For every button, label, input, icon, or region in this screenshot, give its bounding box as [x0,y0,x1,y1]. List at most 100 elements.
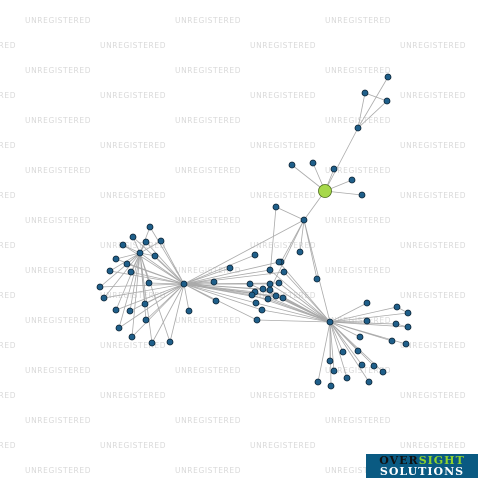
network-node [151,252,159,260]
network-edge [131,252,141,338]
network-node [127,268,135,276]
network-node [259,285,267,293]
network-edge [303,219,331,323]
network-node [392,320,400,328]
network-edge [160,240,185,285]
network-edge [183,269,271,285]
network-node [185,307,193,315]
network-node [264,295,272,303]
network-node [210,278,218,286]
network-edge [278,282,331,323]
network-edge [329,302,368,323]
network-node [266,280,274,288]
network-edge [139,252,147,321]
network-edge [115,252,141,311]
network-node [142,238,150,246]
network-node [379,368,387,376]
network-node [393,303,401,311]
network-node [354,124,362,132]
network-edge [103,252,141,299]
network-node [115,324,123,332]
network-node [275,279,283,287]
network-node [314,378,322,386]
network-node [296,248,304,256]
network-node [157,237,165,245]
network-edge [183,283,263,311]
network-edge [183,254,256,285]
network-edge [131,283,185,338]
logo-word-over: OVER [379,454,419,467]
network-edge [151,283,185,344]
network-node [330,367,338,375]
network-edge [183,271,285,285]
network-edge [99,252,141,288]
network-node [272,203,280,211]
network-node [383,97,391,105]
network-edge [129,283,185,312]
network-edge [118,252,141,329]
network-node [123,260,131,268]
network-edge [115,252,141,260]
network-edge [130,271,185,285]
network-edge [149,226,185,285]
network-edge [329,312,409,323]
network-node [246,280,254,288]
network-edge [183,283,257,304]
network-edge [329,321,363,366]
network-edge [278,261,331,323]
network-node [145,279,153,287]
network-node [248,291,256,299]
network-node [266,266,274,274]
network-node [402,340,410,348]
network-edge [357,92,366,129]
network-node [404,309,412,317]
network-edge [183,261,280,285]
network-node [112,255,120,263]
network-edge [269,283,331,323]
network-edge [269,289,331,323]
network-edge [145,241,185,285]
network-node [363,317,371,325]
network-node [100,294,108,302]
network-edge [256,319,331,323]
network-edge [269,219,305,291]
network-node [253,316,261,324]
network-node [146,223,154,231]
network-edge [139,252,171,343]
network-node [128,333,136,341]
network-node [106,267,114,275]
network-node [112,306,120,314]
network-node [279,294,287,302]
network-edge [183,283,253,296]
network-edge [364,92,388,102]
network-edge [99,283,185,288]
network-edge [183,283,190,312]
network-node [142,316,150,324]
network-node [358,361,366,369]
network-edge [329,321,332,387]
network-node [356,333,364,341]
network-node [365,378,373,386]
network-edge [329,321,370,383]
network-node [272,292,280,300]
network-edge [183,219,305,285]
network-edge [317,321,331,383]
network-node [148,339,156,347]
network-node [251,251,259,259]
network-node [348,176,356,184]
network-edge [154,255,185,285]
network-node [288,161,296,169]
network-edge [129,252,141,312]
network-edge [299,219,305,253]
network-node [363,299,371,307]
network-node [180,280,188,288]
network-node [141,300,149,308]
network-edge [115,283,185,311]
network-node [166,338,174,346]
network-edge [169,283,185,343]
network-node [252,299,260,307]
network-node [226,264,234,272]
network-node [354,347,362,355]
